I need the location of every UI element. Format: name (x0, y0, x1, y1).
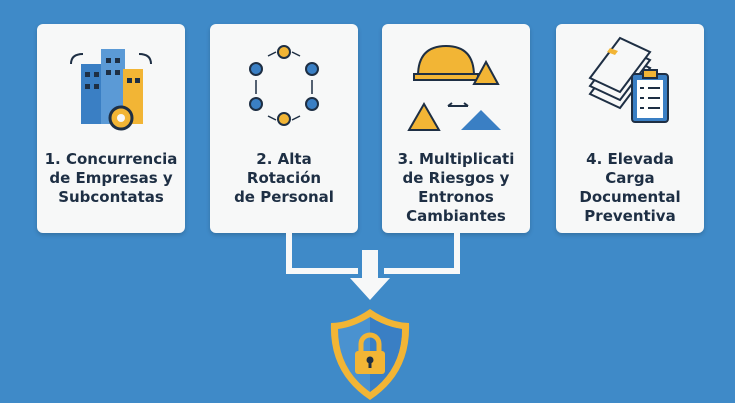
connector-line (454, 232, 460, 274)
buildings-gear-icon (70, 49, 152, 131)
connector-line (286, 232, 292, 274)
card-rotacion: 2. Alta Rotación de Personal (210, 24, 358, 233)
shield-lock-icon (330, 309, 410, 400)
card-riesgos: 3. Multiplicati de Riesgos y Entronos Ca… (382, 24, 530, 233)
card-documental: 4. Elevada Carga Documental Preventiva (556, 24, 704, 233)
card-label: 2. Alta Rotación de Personal (234, 150, 334, 206)
card-label: 3. Multiplicati de Riesgos y Entronos Ca… (397, 150, 515, 225)
connector-line (286, 268, 358, 274)
connector-line (384, 268, 460, 274)
down-arrow-icon (350, 250, 390, 300)
documents-clipboard-icon (588, 36, 669, 123)
card-label: 4. Elevada Carga Documental Preventiva (579, 150, 681, 225)
workers-rotation-icon (249, 45, 319, 126)
hardhat-warning-icon (407, 44, 501, 131)
card-label: 1. Concurrencia de Empresas y Subcontata… (44, 150, 178, 206)
card-concurrencia: 1. Concurrencia de Empresas y Subcontata… (37, 24, 185, 233)
